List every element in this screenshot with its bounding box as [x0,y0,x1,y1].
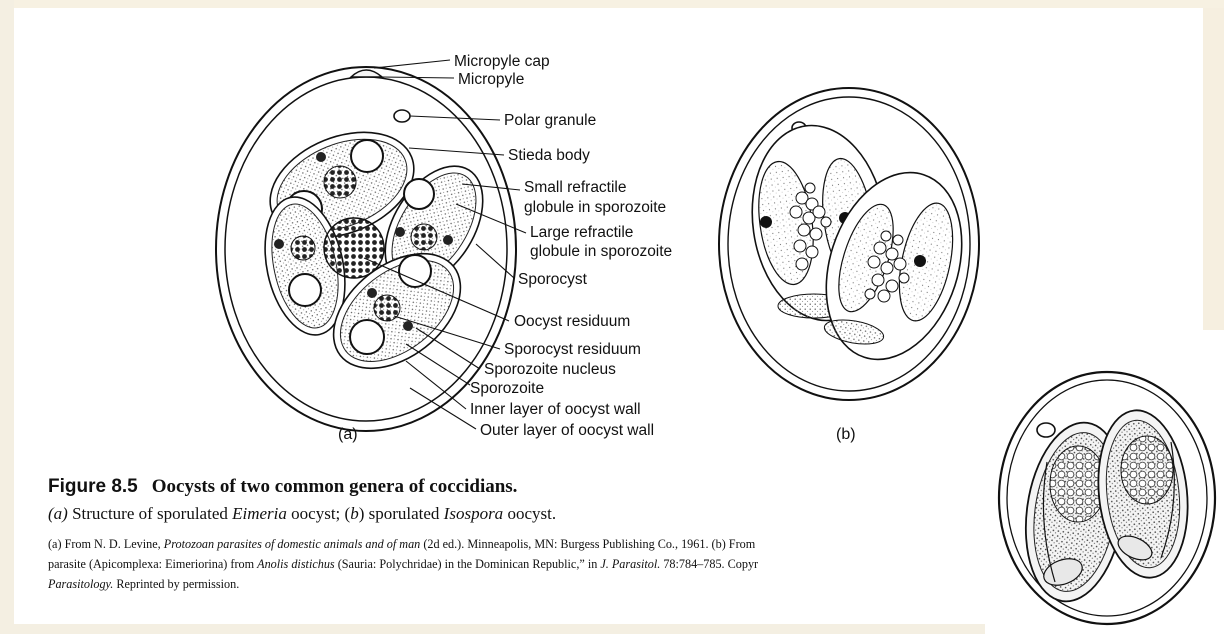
frame-left-border [0,0,14,634]
caption-b-marker: b [350,504,359,523]
credits-line-2: parasite (Apicomplexa: Eimeriorina) from… [48,554,996,574]
caption-title-line: Figure 8.5 Oocysts of two common genera o… [48,476,1028,498]
credits-journal: J. Parasitol. [600,557,660,571]
figure-title: Oocysts of two common genera of coccidia… [152,476,518,497]
credits-text: (Sauria: Polychridae) in the Dominican R… [335,557,601,571]
label-oocyst-residuum: Oocyst residuum [514,313,630,330]
credits-species: Anolis distichus [257,557,335,571]
label-inner-oocyst-wall: Inner layer of oocyst wall [470,401,641,418]
label-sporozoite: Sporozoite [470,380,544,397]
sublabel-a: (a) [338,426,358,443]
label-sporocyst-residuum: Sporocyst residuum [504,341,641,358]
caption-credits: (a) From N. D. Levine, Protozoan parasit… [48,534,996,594]
label-large-refractile-2: globule in sporozoite [530,243,672,260]
inset-oocyst-image [985,362,1224,634]
credits-text: Reprinted by permission. [113,577,239,591]
label-micropyle-cap: Micropyle cap [454,53,550,70]
figure-number: Figure 8.5 [48,476,138,497]
caption-description: (a) Structure of sporulated Eimeria oocy… [48,504,1028,524]
oocyst-residuum-shape [324,218,384,278]
label-outer-oocyst-wall: Outer layer of oocyst wall [480,422,654,439]
inset-oocyst-drawing [985,362,1224,634]
credits-text: parasite (Apicomplexa: Eimeriorina) from [48,557,257,571]
label-polar-granule: Polar granule [504,112,596,129]
figure-caption: Figure 8.5 Oocysts of two common genera o… [48,476,1028,594]
genus-isospora: Isospora [444,504,504,523]
label-sporozoite-nucleus: Sporozoite nucleus [484,361,616,378]
credits-text: (2d ed.). Minneapolis, MN: Burgess Publi… [420,537,755,551]
label-sporocyst: Sporocyst [518,271,588,288]
frame-bottom-border [0,624,1000,634]
frame-right-border [1203,8,1224,330]
credits-line-1: (a) From N. D. Levine, Protozoan parasit… [48,534,996,554]
credits-book-title: Protozoan parasites of domestic animals … [164,537,421,551]
label-small-refractile-2: globule in sporozoite [524,199,666,216]
sublabel-b: (b) [836,426,856,443]
eimeria-oocyst-drawing [216,67,516,431]
genus-eimeria: Eimeria [232,504,287,523]
label-small-refractile-1: Small refractile [524,179,627,196]
label-micropyle: Micropyle [458,71,524,88]
caption-text: ) sporulated [359,504,444,523]
caption-text: Structure of sporulated [68,504,232,523]
frame-top-border [0,0,1224,8]
label-stieda-body: Stieda body [508,147,590,164]
caption-text: oocyst. [503,504,556,523]
credits-text: (a) From N. D. Levine, [48,537,164,551]
credits-journal: Parasitology. [48,577,113,591]
label-large-refractile-1: Large refractile [530,224,633,241]
caption-text: oocyst; ( [287,504,350,523]
credits-text: 78:784–785. Copyr [660,557,758,571]
isospora-oocyst-drawing [719,88,985,400]
credits-line-3: Parasitology. Reprinted by permission. [48,574,996,594]
caption-a-marker: (a) [48,504,68,523]
